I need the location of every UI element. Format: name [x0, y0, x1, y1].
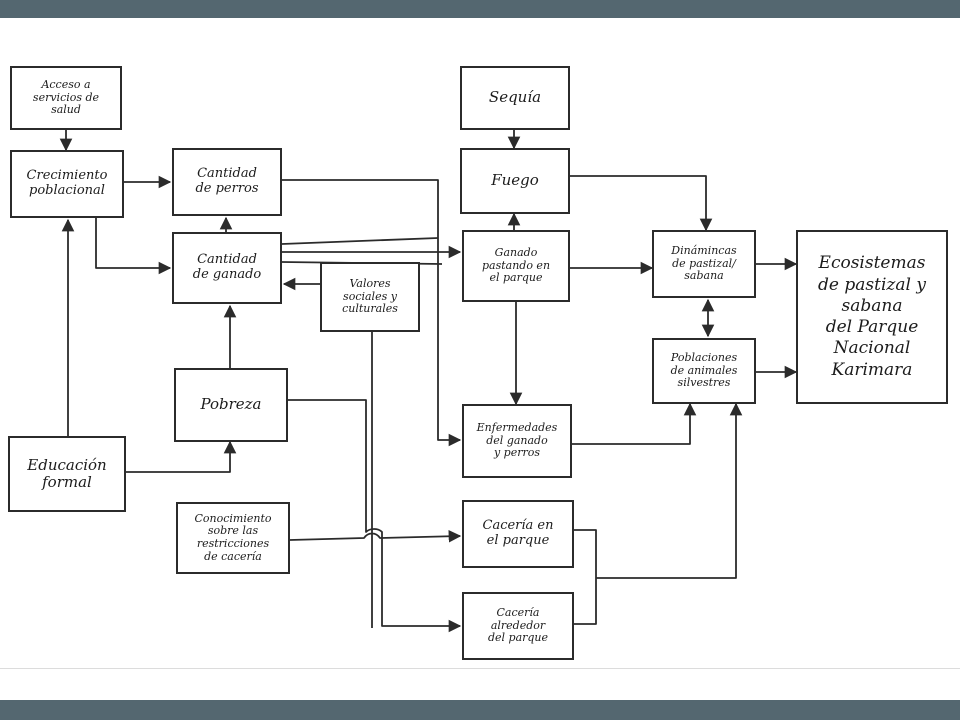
node-sequia: Sequía	[460, 66, 570, 130]
node-valores-sociales: Valores sociales y culturales	[320, 262, 420, 332]
node-conocimiento-restricciones: Conocimiento sobre las restricciones de …	[176, 502, 290, 574]
edge-conocimiento-caceria	[289, 529, 462, 543]
edge-enfermedades-poblaciones	[572, 402, 697, 445]
edge-perros-enfermedades	[282, 179, 462, 447]
node-cantidad-ganado: Cantidad de ganado	[172, 232, 282, 304]
node-acceso-servicios-salud: Acceso a servicios de salud	[10, 66, 122, 130]
edge-caceria-poblaciones	[574, 529, 597, 625]
node-ganado-pastando: Ganado pastando en el parque	[462, 230, 570, 302]
edge-educacion-pobreza	[126, 440, 237, 473]
edge-fuego-dinamicas	[570, 175, 713, 232]
node-caceria-parque: Cacería en el parque	[462, 500, 574, 568]
node-enfermedades: Enfermedades del ganado y perros	[462, 404, 572, 478]
bottom-frame-bar	[0, 700, 960, 720]
node-pobreza: Pobreza	[174, 368, 288, 442]
node-educacion-formal: Educación formal	[8, 436, 126, 512]
node-caceria-alrededor: Cacería alrededor del parque	[462, 592, 574, 660]
node-cantidad-perros: Cantidad de perros	[172, 148, 282, 216]
top-frame-bar	[0, 0, 960, 18]
node-fuego: Fuego	[460, 148, 570, 214]
node-crecimiento-poblacional: Crecimiento poblacional	[10, 150, 124, 218]
edge-crecimiento-ganado	[95, 218, 172, 275]
edge-caceria-join	[596, 402, 743, 579]
edge-pobreza-caceria	[288, 399, 462, 633]
node-ecosistemas-karimara: Ecosistemas de pastizal y sabana del Par…	[796, 230, 948, 404]
node-poblaciones-animales: Poblaciones de animales silvestres	[652, 338, 756, 404]
node-dinamicas-pastizal: Dinámincas de pastizal/ sabana	[652, 230, 756, 298]
bottom-divider	[0, 668, 960, 669]
edge-ganado-upper-line	[281, 237, 439, 245]
